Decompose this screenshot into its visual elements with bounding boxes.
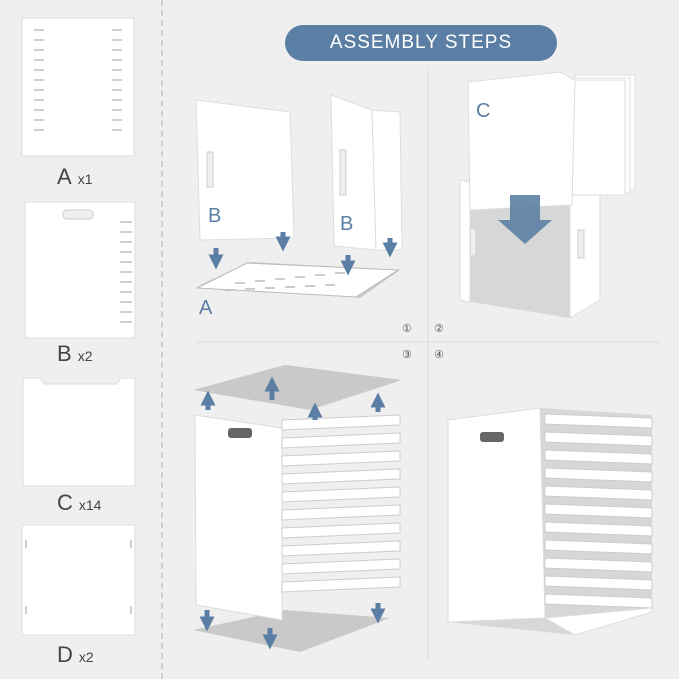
part-c-panel — [22, 377, 136, 487]
part-a-panel — [21, 17, 135, 157]
part-a-qty: x1 — [77, 171, 93, 187]
step1-letter-b-left: B — [208, 205, 222, 227]
step2-drawing — [459, 71, 636, 319]
step-number-4: ④ — [434, 349, 444, 361]
part-b-qty: x2 — [77, 348, 93, 364]
step1-letter-a: A — [199, 297, 213, 319]
step2-letter-c: C — [476, 100, 491, 122]
step-number-1: ① — [402, 323, 412, 335]
sidebar-divider — [161, 0, 163, 679]
step-number-3: ③ — [402, 349, 412, 361]
step4-drawing — [447, 407, 653, 636]
step1-letter-b-right: B — [340, 213, 354, 235]
part-d-qty: x2 — [78, 649, 94, 665]
step3-drawing — [193, 365, 402, 652]
step-number-2: ② — [434, 323, 444, 335]
part-b-panel — [24, 201, 136, 339]
assembly-steps-banner: ASSEMBLY STEPS — [285, 25, 557, 61]
part-d-panel — [21, 524, 136, 636]
part-c-qty: x14 — [78, 497, 102, 513]
part-d-letter: D — [57, 642, 73, 667]
part-c-letter: C — [57, 490, 73, 515]
part-b-letter: B — [57, 341, 72, 366]
part-a-letter: A — [57, 164, 72, 189]
step1-drawing — [195, 94, 403, 298]
